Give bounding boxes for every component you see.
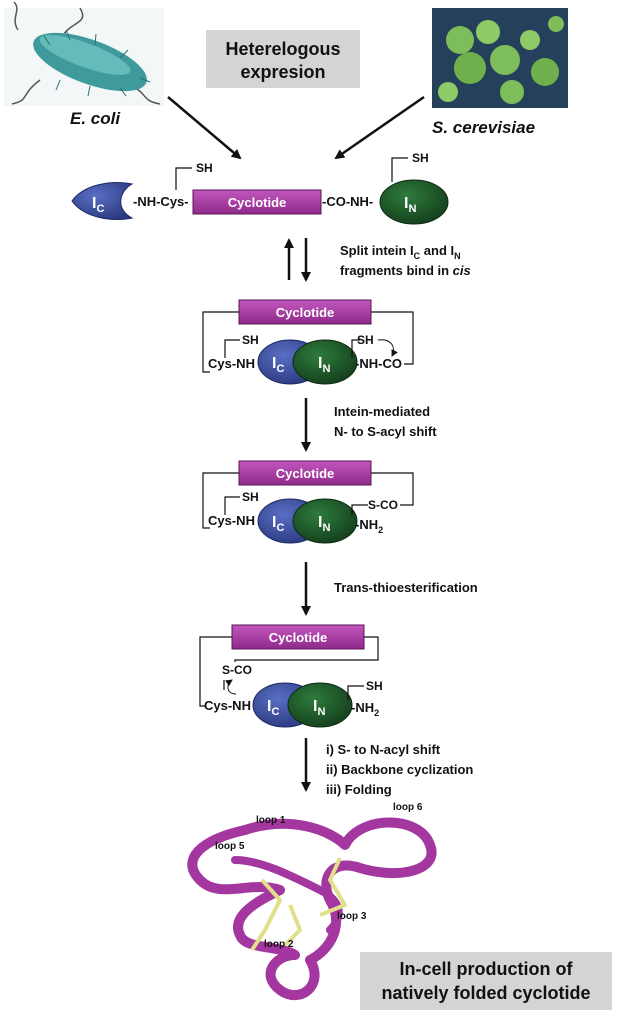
s-co-text: S-CO	[222, 663, 252, 677]
step4-label-line2: ii) Backbone cyclization	[326, 762, 473, 777]
stage4-transthioester: Cyclotide S-CO Cys-NH IC IN SH -NH2	[199, 624, 383, 728]
sh-left-text: SH	[196, 161, 213, 175]
ic-label: IC	[272, 514, 284, 534]
disulfide-bond	[250, 878, 282, 952]
in-label: IN	[404, 195, 416, 215]
disulfide-bond	[319, 857, 347, 917]
in-intein-fragment	[379, 179, 449, 225]
result-box	[360, 952, 612, 1010]
backbone-ribbon	[187, 817, 437, 1001]
step4-label-line1: i) S- to N-acyl shift	[326, 742, 441, 757]
ic-label: IC	[272, 355, 284, 375]
loop5-label: loop 5	[215, 841, 245, 852]
cys-nh-text: Cys-NH	[208, 356, 255, 371]
loop2-label: loop 2	[264, 939, 294, 950]
in-label: IN	[318, 355, 330, 375]
sh-left-text: SH	[242, 490, 259, 504]
sh-bond-right	[391, 157, 408, 182]
cyclotide-label: Cyclotide	[276, 305, 335, 320]
sh-right-text: SH	[357, 333, 374, 347]
heterologous-expression-box	[206, 30, 360, 88]
ic-label: IC	[267, 698, 279, 718]
ecoli-bacterium-image	[4, 1, 164, 106]
step1-label-line1: Split intein IC and IN	[340, 243, 461, 261]
nh2-text: -NH2	[351, 700, 379, 718]
co-nh-text: -CO-NH-	[322, 194, 373, 209]
cyclotide-bar	[231, 624, 365, 650]
sh-text: SH	[366, 679, 383, 693]
cys-nh-text: Cys-NH	[208, 513, 255, 528]
loop3-label: loop 3	[337, 911, 367, 922]
s-co-text: S-CO	[368, 498, 398, 512]
ic-intein-fragment	[71, 182, 134, 220]
in-intein-fragment	[292, 498, 358, 544]
cyclotide-label: Cyclotide	[269, 630, 328, 645]
arrow-yeast-to-construct	[334, 95, 425, 160]
organism-right-label: S. cerevisiae	[432, 118, 535, 137]
folded-cyclotide-structure: loop 1 loop 5 loop 6 loop 3 loop 2	[187, 802, 437, 1001]
cyclotide-label: Cyclotide	[228, 195, 287, 210]
arrow-ecoli-to-construct	[167, 96, 242, 160]
nh-co-text: -NH-CO	[355, 356, 402, 371]
cys-nh-text: Cys-NH	[204, 698, 251, 713]
step4-label-line3: iii) Folding	[326, 782, 392, 797]
sh-bond-left	[175, 167, 192, 190]
cyclotide-bar	[192, 189, 322, 215]
nucleophilic-attack-arrow	[377, 339, 398, 357]
in-intein-fragment	[292, 339, 358, 385]
sh-left-text: SH	[242, 333, 259, 347]
yeast-cells-image	[432, 8, 568, 108]
sh-right-text: SH	[412, 151, 429, 165]
heterologous-title-line1: Heterelogous	[225, 39, 340, 59]
loop1-label: loop 1	[256, 815, 286, 826]
step2-label-line1: Intein-mediated	[334, 404, 430, 419]
result-line1: In-cell production of	[400, 959, 574, 979]
in-label: IN	[313, 698, 325, 718]
heterologous-title-line2: expresion	[240, 62, 325, 82]
stage2-cis-complex: Cyclotide SH Cys-NH IC IN SH -NH-CO	[202, 299, 414, 385]
nh-cys-text: -NH-Cys-	[133, 194, 189, 209]
in-label: IN	[318, 514, 330, 534]
loop6-label: loop 6	[393, 802, 423, 813]
disulfide-bond	[283, 904, 302, 947]
stage3-thioester: Cyclotide SH Cys-NH IC IN S-CO -NH2	[202, 460, 414, 544]
acyl-transfer-arrow	[225, 679, 237, 695]
result-line2: natively folded cyclotide	[381, 983, 590, 1003]
cyclotide-bar	[238, 460, 372, 486]
cyclotide-label: Cyclotide	[276, 466, 335, 481]
step1-label-line2: fragments bind in cis	[340, 263, 471, 278]
cyclotide-bar	[238, 299, 372, 325]
step2-label-line2: N- to S-acyl shift	[334, 424, 437, 439]
ic-label: IC	[92, 195, 104, 215]
nh2-text: -NH2	[355, 517, 383, 535]
step3-label: Trans-thioesterification	[334, 580, 478, 595]
in-intein-fragment	[287, 682, 353, 728]
organism-left-label: E. coli	[70, 109, 121, 128]
stage1-precursor: IC -NH-Cys- SH Cyclotide -CO-NH- SH IN	[71, 151, 449, 225]
